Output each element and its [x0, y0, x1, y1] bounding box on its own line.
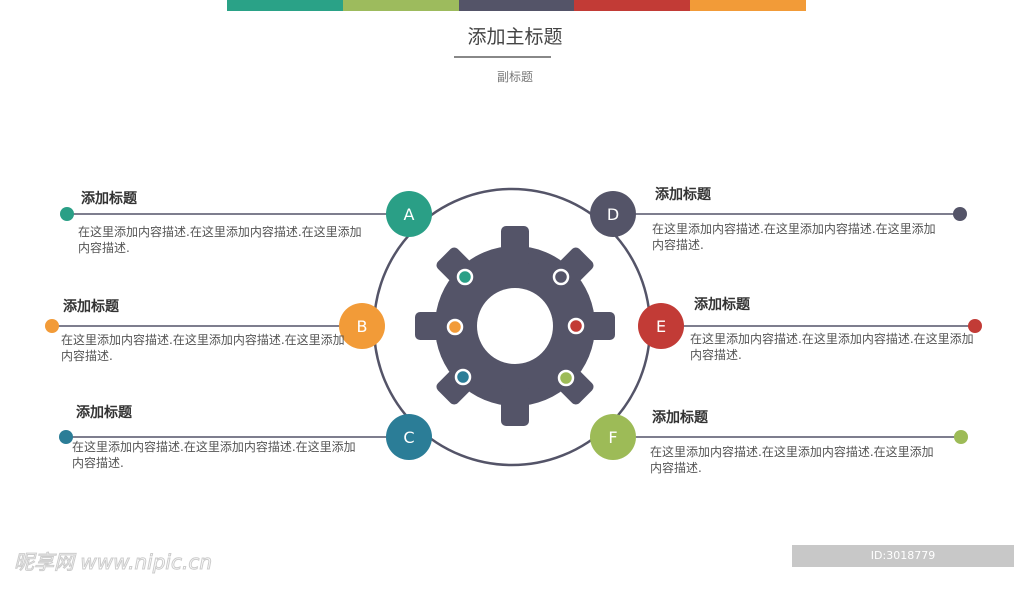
item-title: 添加标题	[63, 299, 119, 315]
node-e	[638, 303, 684, 349]
node-a	[386, 191, 432, 237]
item-description: 在这里添加内容描述.在这里添加内容描述.在这里添加内容描述.	[652, 222, 936, 252]
gear-icon	[415, 226, 615, 426]
item-title: 添加标题	[81, 191, 137, 207]
color-bar	[227, 0, 806, 11]
watermark: 昵享网 www.nipic.cn	[13, 550, 213, 575]
image-id: ID:3018779 NO:20221128201044881106	[792, 545, 1014, 584]
title-divider	[454, 56, 551, 58]
node-c	[386, 414, 432, 460]
gear-dot	[454, 368, 472, 386]
item-title: 添加标题	[652, 410, 708, 426]
node-letter: A	[404, 205, 415, 224]
item-title: 添加标题	[76, 405, 132, 421]
gear-dot	[456, 268, 474, 286]
end-dot	[954, 430, 968, 444]
item-description: 在这里添加内容描述.在这里添加内容描述.在这里添加内容描述.	[61, 333, 345, 363]
end-dot	[59, 430, 73, 444]
color-segment	[458, 0, 575, 11]
gear-dot	[557, 369, 575, 387]
color-segment	[227, 0, 343, 11]
node-letter: E	[656, 317, 666, 336]
node-letter: F	[608, 428, 617, 447]
main-title: 添加主标题	[467, 26, 563, 48]
item-description: 在这里添加内容描述.在这里添加内容描述.在这里添加内容描述.	[690, 332, 974, 362]
item-title: 添加标题	[694, 297, 750, 313]
item-title: 添加标题	[655, 187, 711, 203]
gear-dot	[552, 268, 570, 286]
node-b	[339, 303, 385, 349]
end-dot	[45, 319, 59, 333]
item-description: 在这里添加内容描述.在这里添加内容描述.在这里添加内容描述.	[72, 440, 356, 470]
color-segment	[342, 0, 459, 11]
gear-dot	[567, 317, 585, 335]
gear-dot	[446, 318, 464, 336]
diagram: A B C D E F	[45, 187, 982, 467]
end-dot	[60, 207, 74, 221]
item-description: 在这里添加内容描述.在这里添加内容描述.在这里添加内容描述.	[78, 225, 362, 255]
node-f	[590, 414, 636, 460]
item-description: 在这里添加内容描述.在这里添加内容描述.在这里添加内容描述.	[650, 445, 934, 475]
color-segment	[574, 0, 691, 11]
end-dot	[953, 207, 967, 221]
node-d	[590, 191, 636, 237]
end-dot	[968, 319, 982, 333]
node-letter: D	[607, 205, 619, 224]
node-letter: C	[403, 428, 414, 447]
node-letter: B	[357, 317, 368, 336]
color-segment	[690, 0, 806, 11]
subtitle: 副标题	[496, 70, 533, 84]
